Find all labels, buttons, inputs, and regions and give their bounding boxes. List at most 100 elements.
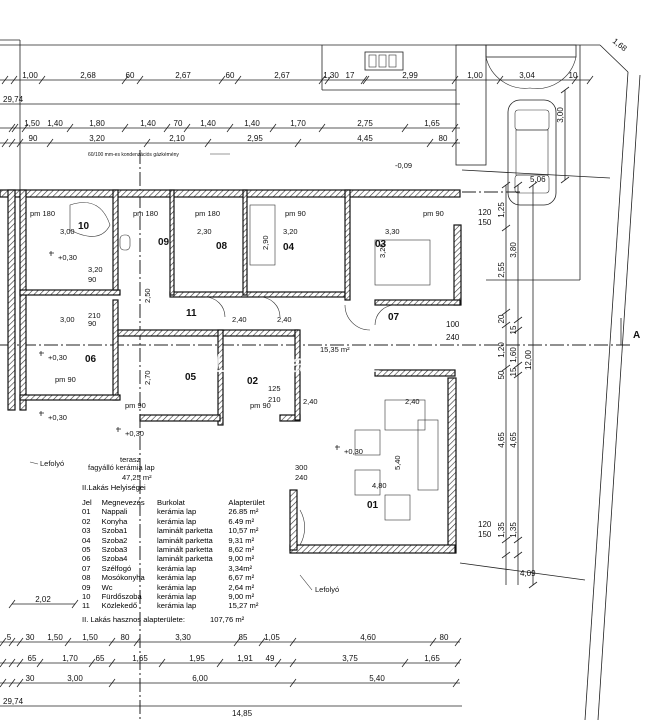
garage-dim-label: 5,06 (530, 175, 546, 184)
room-dimension-label: 2,40 (232, 315, 247, 324)
dimension-tick (401, 658, 409, 668)
total-value: 107,76 m² (210, 614, 245, 624)
toilet-icon (119, 234, 131, 251)
dimension-tick (8, 138, 16, 148)
room-dimension-label: 240 (295, 473, 308, 482)
dimension-tick (71, 599, 79, 609)
bottom-dimension-row1-label: 30 (26, 633, 35, 642)
right-dimension-col1-label: 4,65 (497, 432, 506, 448)
dimension-tick (218, 75, 226, 85)
dimension-tick (16, 658, 24, 668)
top-dimension-row3-label: 1,50 (24, 119, 40, 128)
room-dimension-label: 3,00 (60, 315, 75, 324)
dimension-tick (233, 637, 241, 647)
dimension-tick (454, 658, 462, 668)
dimension-tick (226, 123, 234, 133)
room-dimension-label: 2,40 (405, 397, 420, 406)
right-dimension-col1-label: 1,35 (497, 522, 506, 538)
bottom-dimension-row1-label: 85 (239, 633, 248, 642)
dimension-tick (64, 637, 72, 647)
dimension-tick (560, 176, 570, 184)
wardrobe-icon (249, 204, 276, 266)
garage (455, 44, 581, 281)
room-number-07: 07 (388, 312, 400, 323)
right-dimension-col2-label: 3,80 (509, 242, 518, 258)
dimension-tick (501, 551, 511, 559)
bottom-dimension-row1-label: 1,50 (47, 633, 63, 642)
bathtub-icon (69, 202, 111, 237)
table-icon (384, 494, 411, 521)
dimension-tick (571, 75, 579, 85)
dimension-tick (289, 678, 297, 688)
dimension-tick (0, 678, 7, 688)
dining-table-icon (384, 399, 426, 431)
dimension-tick (143, 138, 151, 148)
bottom-dimension-row1-label: 4,60 (360, 633, 376, 642)
bottom-dimension-row1-label: 1,50 (82, 633, 98, 642)
dimension-tick (429, 637, 437, 647)
right-dimension-col2-label: 15 (509, 367, 518, 376)
right-dimension-col1-label: 20 (497, 314, 506, 323)
bottom-dimension-row2-label: 65 (96, 654, 105, 663)
dimension-tick (234, 75, 242, 85)
dimension-tick (216, 658, 224, 668)
top-dimension-row3-label: 1,40 (140, 119, 156, 128)
dimension-tick (163, 123, 171, 133)
table-cell: 2,64 m² (228, 582, 255, 592)
bottom-dimension-row2-label: 65 (28, 654, 37, 663)
dimension-tick (1, 75, 9, 85)
room-number-04: 04 (283, 242, 295, 253)
top-dimension-row1-label: 60 (226, 71, 235, 80)
room-dimension-label: 2,30 (197, 227, 212, 236)
side-dim-label: 120 (478, 208, 492, 217)
table-cell: Szoba2 (101, 535, 128, 545)
table-cell: 8,62 m² (228, 545, 255, 555)
table-cell: 6,67 m² (228, 573, 255, 583)
top-dimension-row1-label: 1,00 (22, 71, 38, 80)
level-marker: +0,30 (125, 429, 144, 438)
table-cell: kerámia lap (157, 573, 197, 583)
dimension-tick (269, 123, 277, 133)
top-dimension-row3-label: 1,80 (89, 119, 105, 128)
section-marker-a: A (633, 330, 640, 341)
side-dim-label: 100 (446, 320, 460, 329)
dimension-tick (8, 637, 16, 647)
room-dimension-label: 3,00 (60, 227, 75, 236)
table-cell: 26.85 m² (228, 507, 259, 517)
table-cell: kerámia lap (157, 516, 197, 526)
table-cell: laminált parketta (157, 535, 213, 545)
top-dimension-row3-label: 1,40 (47, 119, 63, 128)
table-cell: Jel (82, 498, 92, 507)
drain-leader (299, 574, 313, 591)
dimension-tick (452, 678, 460, 688)
dimension-tick (528, 181, 538, 189)
top-dimension-row4-label: 4,45 (357, 134, 373, 143)
dimension-tick (501, 364, 511, 372)
right-dimension-col3-label: 12,00 (524, 349, 533, 370)
table-cell: laminált parketta (157, 526, 213, 536)
table-cell: Alapterület (228, 498, 265, 507)
table-cell: 3,34m² (228, 563, 253, 573)
dimension-tick (362, 75, 370, 85)
room-number-10: 10 (78, 221, 90, 232)
bottom-half-label: 14,85 (232, 709, 253, 718)
total-label: II. Lakás hasznos alapterülete: (82, 614, 186, 624)
room-dimension-label: 2,40 (303, 397, 318, 406)
dimension-tick (88, 658, 96, 668)
bottom-dimension-row3-label: 5,40 (369, 674, 385, 683)
top-dimension-row3-label: 70 (174, 119, 183, 128)
top-dimension-row1-label: 2,68 (80, 71, 96, 80)
table-cell: 09 (82, 582, 91, 592)
dimension-tick (451, 138, 459, 148)
level-cross-icon (116, 427, 121, 432)
window-label: pm 90 (125, 401, 146, 410)
bottom-dimension-row2-label: 1,70 (62, 654, 78, 663)
right-dimension-col1-label: 1,25 (497, 202, 506, 218)
dimension-tick (289, 637, 297, 647)
dimension-tick (318, 123, 326, 133)
terrace-area: 47,25 m² (122, 473, 152, 482)
